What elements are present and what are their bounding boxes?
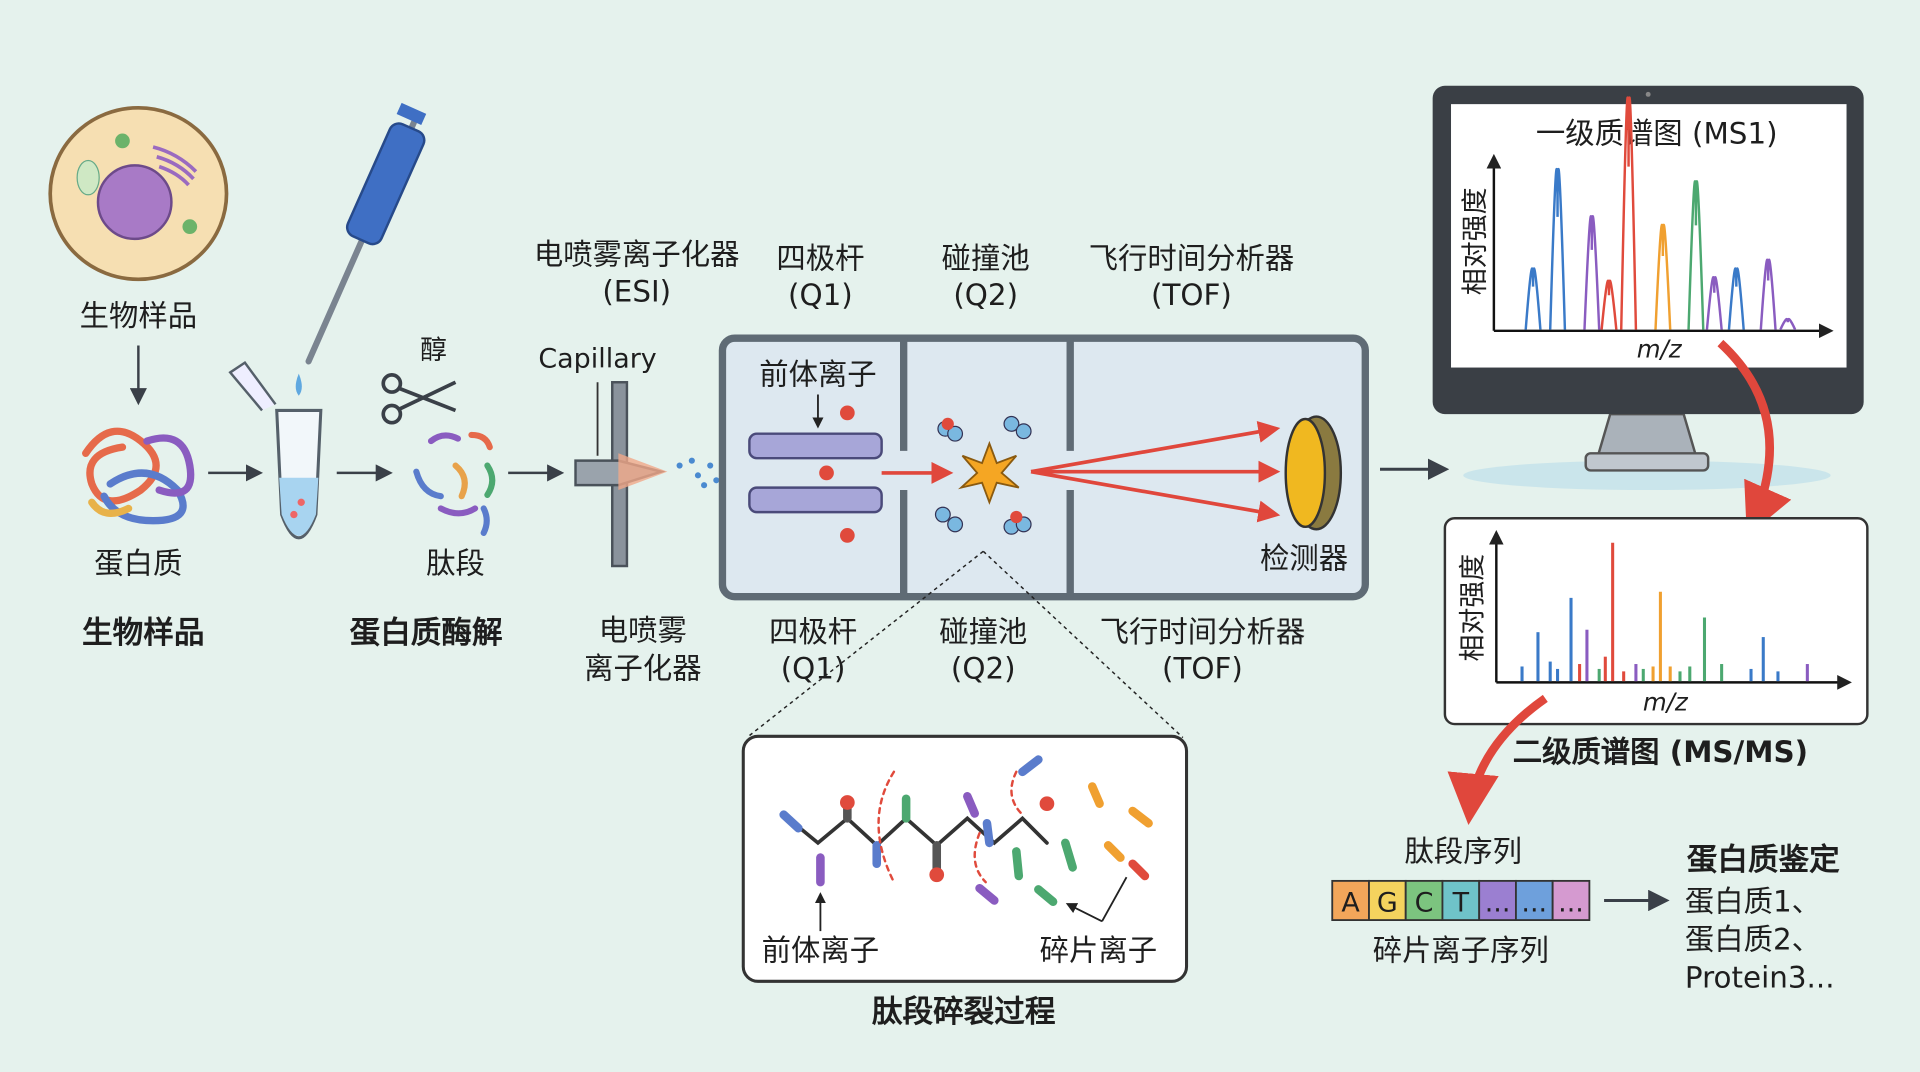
ms1-spectrum	[1486, 96, 1834, 339]
inset-precursor-label: 前体离子	[762, 934, 879, 968]
zoom-callout-lines	[746, 550, 1184, 739]
tof-top-abbr: (TOF)	[1151, 278, 1232, 312]
ms2-title: 二级质谱图 (MS/MS)	[1513, 735, 1808, 769]
ms2-xlabel: m/z	[1643, 688, 1689, 717]
sequence-box	[1368, 879, 1407, 922]
sequence-box	[1478, 879, 1517, 922]
esi-top-name: 电喷雾离子化器	[534, 238, 740, 272]
sequence-box	[1515, 879, 1554, 922]
ms1-peak	[1583, 215, 1601, 330]
ms1-xlabel: m/z	[1637, 335, 1683, 364]
tof-bottom-abbr: (TOF)	[1162, 652, 1243, 686]
sequence-caption: 碎片离子序列	[1373, 934, 1549, 968]
identification-item: 蛋白质1、	[1685, 884, 1821, 918]
ms2-spectrum	[1488, 529, 1852, 690]
ms1-peak	[1759, 258, 1777, 330]
q1-bottom-name: 四极杆	[769, 615, 857, 649]
q1-bottom-abbr: (Q1)	[781, 652, 846, 686]
sequence-letter: C	[1415, 887, 1434, 918]
stage-title-digestion: 蛋白质酶解	[350, 616, 503, 651]
tof-flight-arrows	[1030, 420, 1281, 523]
detector-label: 检测器	[1260, 541, 1348, 575]
sequence-letter: T	[1452, 887, 1470, 918]
ms1-to-ms2-arrow	[1717, 339, 1792, 537]
peptides-icon	[413, 431, 496, 536]
peptide-fragmentation-icon	[779, 755, 1153, 906]
esi-bottom-line2: 离子化器	[584, 652, 701, 686]
stage-title-sample: 生物样品	[82, 616, 204, 651]
protein-tangle-icon	[82, 427, 195, 525]
sequence-title: 肽段序列	[1405, 834, 1522, 868]
esi-top-abbr: (ESI)	[602, 274, 671, 308]
esi-source-icon	[574, 381, 736, 568]
tube-icon	[228, 360, 323, 540]
cell-label: 生物样品	[80, 299, 197, 333]
q1-top-abbr: (Q1)	[788, 278, 853, 312]
ms1-peak	[1548, 168, 1567, 330]
inset-fragment-label: 碎片离子	[1040, 934, 1157, 968]
ms1-ylabel: 相对强度	[1460, 187, 1491, 295]
detector-icon	[1284, 415, 1343, 531]
capillary-label: Capillary	[538, 344, 656, 375]
ms2-ylabel: 相对强度	[1458, 554, 1489, 662]
sequence-box	[1551, 879, 1591, 922]
pipette-icon	[295, 102, 427, 396]
protein-label: 蛋白质	[94, 546, 182, 580]
scissors-icon	[381, 373, 457, 425]
q2-top-name: 碰撞池	[942, 241, 1030, 275]
identification-item: Protein3...	[1685, 960, 1835, 994]
sequence-letter: ...	[1521, 887, 1547, 918]
cell-icon	[48, 105, 229, 282]
identification-item: 蛋白质2、	[1685, 922, 1821, 956]
inset-title: 肽段碎裂过程	[872, 994, 1056, 1030]
tof-bottom-name: 飞行时间分析器	[1100, 615, 1306, 649]
ms1-peak	[1687, 180, 1705, 330]
peptide-label: 肽段	[426, 546, 485, 580]
ms1-peak	[1600, 279, 1618, 330]
q2-bottom-name: 碰撞池	[939, 615, 1027, 649]
sequence-box	[1331, 879, 1370, 922]
sequence-letter: A	[1341, 887, 1360, 918]
q1-precursor-label: 前体离子	[759, 358, 876, 392]
ms1-peak	[1620, 96, 1638, 330]
fragmentation-inset	[741, 734, 1189, 983]
sequence-letter: ...	[1485, 887, 1511, 918]
quadrupole-rods-icon	[748, 405, 883, 543]
sequence-letter: G	[1377, 887, 1398, 918]
esi-bottom-line1: 电喷雾	[599, 614, 687, 648]
mass-spectrometer	[718, 334, 1369, 601]
ms1-title: 一级质谱图 (MS1)	[1536, 116, 1778, 150]
identification-title: 蛋白质鉴定	[1687, 843, 1840, 878]
ms1-peak	[1779, 317, 1797, 331]
q2-top-abbr: (Q2)	[953, 278, 1018, 312]
inset-fragment-pointer	[1068, 876, 1128, 923]
ms2-to-sequence-arrow	[1447, 694, 1548, 825]
collision-burst-icon	[934, 415, 1032, 535]
q1-top-name: 四极杆	[776, 241, 864, 275]
q2-bottom-abbr: (Q2)	[951, 652, 1016, 686]
ms1-peak	[1705, 276, 1723, 330]
tof-top-name: 飞行时间分析器	[1089, 241, 1295, 275]
sequence-box	[1441, 879, 1481, 922]
sequence-letter: ...	[1558, 887, 1584, 918]
enzyme-label: 醇	[420, 335, 447, 366]
